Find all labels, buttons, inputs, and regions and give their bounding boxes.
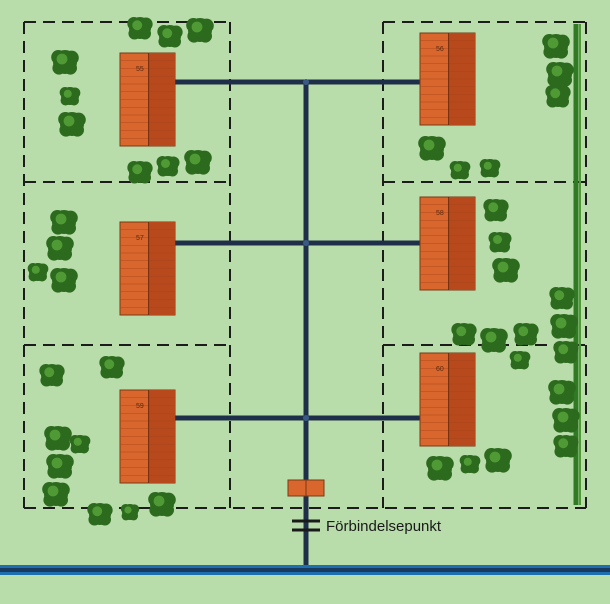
- tree: [60, 87, 81, 105]
- tree: [70, 435, 91, 453]
- house-number-label: 60: [436, 366, 444, 373]
- tree: [50, 268, 78, 293]
- tree: [426, 456, 454, 481]
- tree: [121, 504, 139, 520]
- tree: [552, 408, 580, 433]
- tree: [127, 17, 152, 40]
- tree: [51, 50, 79, 75]
- house-5: 59: [120, 390, 175, 483]
- tree: [549, 287, 574, 310]
- tree: [460, 455, 481, 473]
- tree: [186, 18, 214, 43]
- house-number-label: 59: [136, 403, 144, 410]
- house-2: 56: [420, 33, 475, 125]
- tree: [545, 85, 570, 108]
- tree: [546, 62, 574, 87]
- tree: [39, 364, 64, 387]
- tree: [418, 136, 446, 161]
- tree: [510, 351, 531, 369]
- tree: [184, 150, 212, 175]
- tree: [480, 328, 508, 353]
- tree: [553, 341, 578, 364]
- tree: [44, 426, 72, 451]
- tree: [157, 156, 180, 177]
- house-number-label: 58: [436, 210, 444, 217]
- tree: [492, 258, 520, 283]
- tree: [58, 112, 86, 137]
- house-1: 55: [120, 53, 175, 146]
- tree: [548, 380, 576, 405]
- house-6: 60: [420, 353, 475, 446]
- tree: [550, 314, 578, 339]
- tree: [451, 323, 476, 346]
- tree: [513, 323, 538, 346]
- tree: [157, 25, 182, 48]
- tree: [87, 503, 112, 526]
- connection-point-label: Förbindelsepunkt: [326, 518, 442, 535]
- house-3: 57: [120, 222, 175, 315]
- house-4: 58: [420, 197, 475, 290]
- tree: [99, 356, 124, 379]
- tree: [28, 263, 49, 281]
- tree: [484, 448, 512, 473]
- tree: [46, 236, 74, 261]
- tree: [42, 482, 70, 507]
- tree: [542, 34, 570, 59]
- main-street-pipe: [0, 565, 610, 575]
- house-number-label: 55: [136, 66, 144, 73]
- tree: [553, 435, 578, 458]
- tree: [148, 492, 176, 517]
- tree: [450, 161, 471, 179]
- house-number-label: 57: [136, 235, 144, 242]
- tree: [480, 159, 501, 177]
- tree: [46, 454, 74, 479]
- tree: [50, 210, 78, 235]
- tree: [127, 161, 152, 184]
- tree: [483, 199, 508, 222]
- tree: [489, 232, 512, 253]
- house-number-label: 56: [436, 46, 444, 53]
- hedge: [576, 24, 580, 505]
